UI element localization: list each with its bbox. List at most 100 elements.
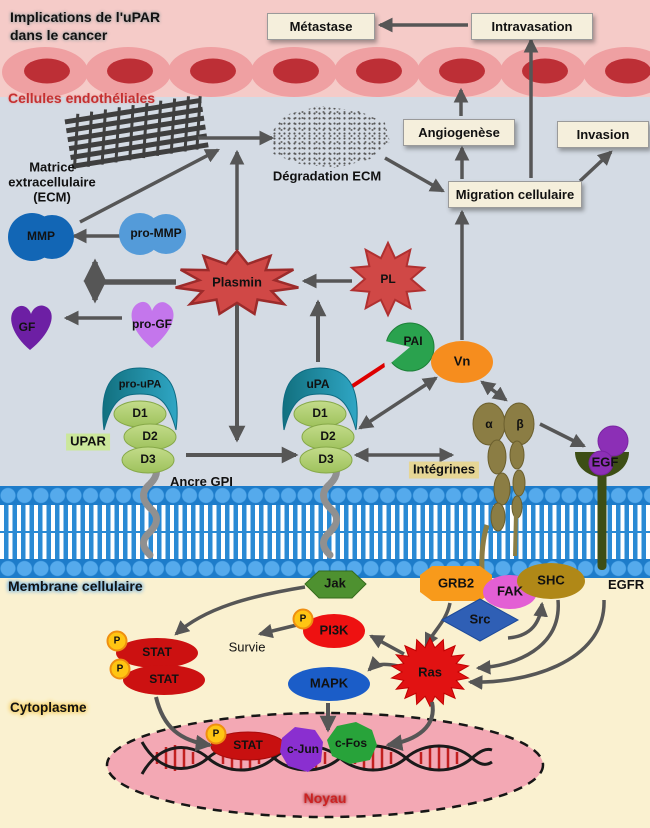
- phospho-label: P: [212, 728, 220, 740]
- label-pai: PAI: [403, 334, 423, 349]
- integrin-shape: [472, 402, 535, 571]
- endothelial-cell: [334, 47, 420, 97]
- gpi-anchor-right: [320, 456, 340, 559]
- box-migration-label: Migration cellulaire: [455, 187, 575, 202]
- label-survie: Survie: [228, 639, 266, 655]
- label-gf: GF: [18, 320, 36, 335]
- upa-crescent: [282, 367, 358, 431]
- src-shape: [440, 598, 520, 642]
- label-upar: UPAR: [66, 433, 110, 451]
- mapk-shape: [288, 667, 370, 701]
- phospho-badge-pi3k: P: [292, 608, 314, 630]
- label-mapk: MAPK: [309, 675, 349, 691]
- label-degradation-ecm: Dégradation ECM: [272, 168, 382, 184]
- label-plasmin: Plasmin: [212, 274, 262, 290]
- plasmin-star: [175, 248, 299, 316]
- label-vn: Vn: [453, 353, 471, 369]
- ecm-mesh: [64, 94, 209, 170]
- arrow-ras-nucleus: [385, 701, 435, 751]
- label-egfr: EGFR: [608, 577, 645, 592]
- mmp-shape: [8, 213, 74, 261]
- phospho-label: P: [299, 613, 307, 625]
- label-pi3k: PI3K: [319, 622, 349, 638]
- box-invasion-label: Invasion: [576, 127, 630, 142]
- arrow-mmp-mesh: [79, 148, 220, 224]
- phospho-label: P: [113, 635, 121, 647]
- phospho-badge-stat2: P: [109, 658, 131, 680]
- phospho-badge-nuclear-stat: P: [205, 723, 227, 745]
- arrow-src-shc: [507, 601, 548, 640]
- pro-mmp-shape: [119, 213, 186, 255]
- arrow-jak-stat: [174, 585, 306, 636]
- label-noyau: Noyau: [303, 789, 347, 806]
- shc-shape: [517, 563, 585, 599]
- label-d3-left: D3: [140, 452, 156, 467]
- endothelial-cells-row: [2, 47, 650, 97]
- label-alpha: α: [485, 417, 493, 432]
- arrow-shc-ras: [475, 599, 560, 675]
- label-d1-right: D1: [312, 406, 328, 421]
- pathway-arrows: [63, 17, 613, 690]
- label-mmp: MMP: [27, 229, 55, 244]
- box-metastase: Métastase: [267, 13, 375, 40]
- label-d2-left: D2: [142, 429, 158, 444]
- egf-shape: [588, 425, 629, 476]
- arrow-ras-pi3k: [369, 634, 405, 656]
- arrow-migration-invasion: [578, 150, 613, 183]
- box-migration: Migration cellulaire: [448, 181, 582, 208]
- membrane-lipid-tails-upper: [0, 505, 650, 531]
- label-upa: uPA: [306, 377, 330, 392]
- endothelial-cell: [251, 47, 337, 97]
- box-intravasation-label: Intravasation: [491, 19, 573, 34]
- label-pl: PL: [380, 272, 396, 287]
- upar-domains-right: [293, 400, 355, 474]
- pi3k-shape: [303, 614, 365, 648]
- stat-shape-2: [123, 665, 205, 695]
- label-d2-right: D2: [320, 429, 336, 444]
- label-jak: Jak: [324, 575, 346, 591]
- label-beta: β: [516, 417, 524, 432]
- label-d3-right: D3: [318, 452, 334, 467]
- box-metastase-label: Métastase: [289, 19, 353, 34]
- endothelial-cell: [85, 47, 171, 97]
- pl-star: [349, 240, 427, 318]
- label-fak: FAK: [497, 583, 523, 599]
- box-invasion: Invasion: [557, 121, 649, 148]
- arrow-vn-integrin: [480, 380, 508, 402]
- label-c-fos: c-Fos: [334, 736, 368, 751]
- stat-shape-1: [116, 638, 198, 668]
- upar-domains-left: [113, 400, 177, 474]
- label-matrice-ecm: Matrice extracellulaire (ECM): [8, 159, 96, 205]
- label-integrines: Intégrines: [408, 461, 480, 479]
- label-cellules-endotheliales: Cellules endothéliales: [8, 90, 156, 106]
- gpi-anchor-left: [140, 456, 160, 559]
- gf-shape: [11, 305, 52, 350]
- pro-upa-crescent: [102, 367, 178, 431]
- degraded-ecm-speckles: [269, 106, 390, 169]
- label-stat-1: STAT: [142, 645, 172, 660]
- label-src: Src: [469, 611, 491, 627]
- egfr-stem: [597, 460, 607, 570]
- label-nuclear-stat: STAT: [233, 738, 263, 753]
- label-d1-left: D1: [132, 406, 148, 421]
- box-intravasation: Intravasation: [471, 13, 593, 40]
- arrow-egfr-ras: [467, 599, 606, 690]
- label-membrane-cellulaire: Membrane cellulaire: [8, 578, 143, 594]
- label-cytoplasme: Cytoplasme: [10, 700, 87, 715]
- endothelial-cell: [417, 47, 503, 97]
- label-pro-upa: pro-uPA: [118, 378, 162, 391]
- ras-star: [390, 636, 470, 708]
- arrow-integrin-egf: [539, 422, 586, 448]
- arrow-vn-upar: [358, 376, 438, 430]
- label-grb2: GRB2: [437, 575, 475, 591]
- endothelial-cell: [2, 47, 88, 97]
- phospho-label: P: [116, 663, 124, 675]
- pro-gf-shape: [131, 301, 174, 348]
- phospho-badge-stat1: P: [106, 630, 128, 652]
- label-ras: Ras: [418, 664, 442, 680]
- arrow-stat-nucleus: [154, 696, 213, 752]
- pai-mouth: [381, 340, 410, 368]
- label-pro-mmp: pro-MMP: [130, 226, 182, 241]
